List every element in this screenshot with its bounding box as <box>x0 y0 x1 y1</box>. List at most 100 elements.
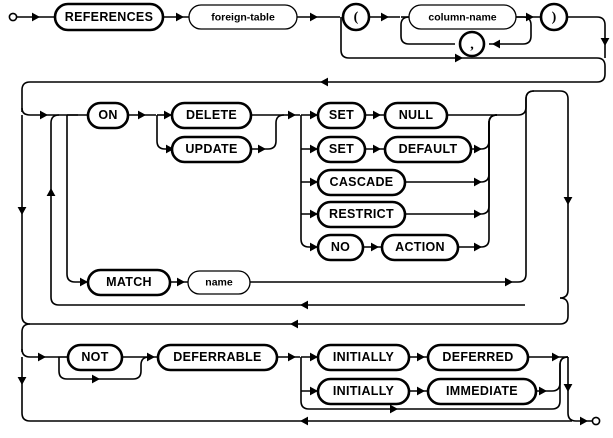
rail-row2-branch-to-match <box>66 115 88 283</box>
rail-wrap-row2-to-row3 <box>21 297 569 352</box>
token-column-name-label: column-name <box>428 11 496 23</box>
arrow-icon-row2-repeat-left <box>300 300 308 310</box>
arrow-icon-initially2-entry <box>310 386 318 396</box>
arrow-icon-5 <box>138 110 146 120</box>
arrow-icon-2 <box>310 12 318 22</box>
arrow-icon-initially-bypass <box>390 404 398 414</box>
token-close-paren-label: ) <box>552 10 557 25</box>
rail-action-split-vertical <box>300 115 318 248</box>
row1-group: REFERENCES foreign-table ( column-name , <box>8 2 610 112</box>
token-references-label: REFERENCES <box>65 10 153 24</box>
token-name-label: name <box>205 276 233 288</box>
token-action-label: ACTION <box>395 240 445 254</box>
arrow-icon-final-down <box>563 384 573 392</box>
rail-immediate-merge <box>536 356 569 392</box>
rail-row2-actions-to-exit <box>489 90 569 299</box>
arrow-icon-comma-loop <box>492 39 500 49</box>
rail-wrap-row1-to-row2 <box>21 57 606 112</box>
arrow-icon-paren-bypass <box>455 53 463 63</box>
arrow-icon-final <box>580 416 588 426</box>
token-delete-label: DELETE <box>186 108 237 122</box>
arrow-icon-update-out <box>258 144 266 154</box>
arrow-icon-10 <box>177 277 185 287</box>
token-foreign-table-label: foreign-table <box>211 11 275 23</box>
arrow-icon-row3-bypass-right <box>300 416 308 426</box>
arrow-icon-not-bypass <box>92 374 100 384</box>
arrow-icon-row2-exit-down <box>563 197 573 205</box>
token-comma-box[interactable] <box>458 30 486 58</box>
token-cascade-label: CASCADE <box>330 175 394 189</box>
arrow-icon-row2-bypass-down <box>17 207 27 215</box>
token-default-label: DEFAULT <box>399 142 458 156</box>
arrow-icon-6 <box>288 110 296 120</box>
arrow-icon-3 <box>381 12 389 22</box>
token-not-label: NOT <box>81 350 108 364</box>
row3-group: NOT DEFERRABLE INITIALLY DEFERRED INITIA… <box>17 343 601 426</box>
row2-group: ON DELETE UPDATE SET <box>17 90 573 352</box>
arrow-icon-default-out <box>474 144 482 154</box>
arrow-icon-update-entry <box>166 144 174 154</box>
rail-row2-repeat-bottom <box>50 296 525 306</box>
arrow-icon-setnull-entry <box>310 110 318 120</box>
rail-split-to-update <box>156 115 172 150</box>
rail-name-merge <box>250 90 535 283</box>
rail-restrict-merge <box>405 114 498 215</box>
arrow-icon-wrap2-left <box>290 319 298 329</box>
token-match-label: MATCH <box>106 275 152 289</box>
arrow-icon-immediate-out <box>539 386 547 396</box>
rail-row2-bypass-join <box>21 315 31 325</box>
arrow-icon-1 <box>176 12 184 22</box>
arrow-icon-row2-repeat-up <box>46 188 56 196</box>
arrow-icon-initially1-entry <box>310 352 318 362</box>
arrow-icon-12 <box>288 352 296 362</box>
arrow-icon-13 <box>417 352 425 362</box>
rail-not-bypass <box>58 356 150 380</box>
arrow-icon-cascade-entry <box>310 177 318 187</box>
rail-row2-repeat-up <box>50 114 60 297</box>
token-update-label: UPDATE <box>185 142 237 156</box>
rail-final-exit <box>567 357 593 422</box>
arrow-icon-restrict-entry <box>310 209 318 219</box>
arrow-icon-row2-entry <box>40 110 48 120</box>
arrow-icon-14 <box>417 386 425 396</box>
arrow-icon-restrict-out <box>474 209 482 219</box>
token-on-label: ON <box>98 108 117 122</box>
rail-paren-group-bypass <box>340 17 566 59</box>
rail-row2-entry <box>21 107 78 116</box>
arrow-icon-delete-entry <box>164 110 172 120</box>
arrow-icon-wrap-left <box>320 77 328 87</box>
token-initially-1-label: INITIALLY <box>333 350 395 364</box>
rail-update-merge <box>251 114 285 150</box>
token-set-default-set-label: SET <box>329 142 354 156</box>
token-open-paren-label: ( <box>354 10 359 25</box>
arrow-icon-noaction-entry <box>310 242 318 252</box>
rail-row3-entry <box>21 348 58 358</box>
token-deferrable-label: DEFERRABLE <box>173 350 261 364</box>
token-null-label: NULL <box>399 108 434 122</box>
token-set-null-set-label: SET <box>329 108 354 122</box>
arrow-icon-row3-entry <box>38 352 46 362</box>
token-immediate-label: IMMEDIATE <box>446 384 518 398</box>
arrow-icon-4 <box>526 12 534 22</box>
arrow-icon-row3-bypass-down <box>17 377 27 385</box>
rail-default-merge <box>471 114 498 150</box>
end-marker-icon <box>591 416 601 426</box>
token-initially-2-label: INITIALLY <box>333 384 395 398</box>
arrow-icon-cascade-out <box>474 177 482 187</box>
rail-action-merge <box>458 114 498 248</box>
arrow-icon-deferred-out <box>552 352 560 362</box>
arrow-icon-setdefault-entry <box>310 144 318 154</box>
arrow-icon-8 <box>373 144 381 154</box>
arrow-icon-9 <box>371 242 379 252</box>
rail-close-paren-to-wrap <box>567 16 606 58</box>
rail-comma-loop-left <box>400 16 455 45</box>
arrow-icon-name-out <box>505 277 513 287</box>
rail-row3-bypass <box>21 357 572 422</box>
token-deferred-label: DEFERRED <box>442 350 513 364</box>
arrow-icon-wrap-down <box>600 38 610 46</box>
arrow-icon-7 <box>373 110 381 120</box>
arrow-icon-start <box>32 12 40 22</box>
start-marker-icon <box>8 12 18 22</box>
token-restrict-label: RESTRICT <box>329 207 394 221</box>
